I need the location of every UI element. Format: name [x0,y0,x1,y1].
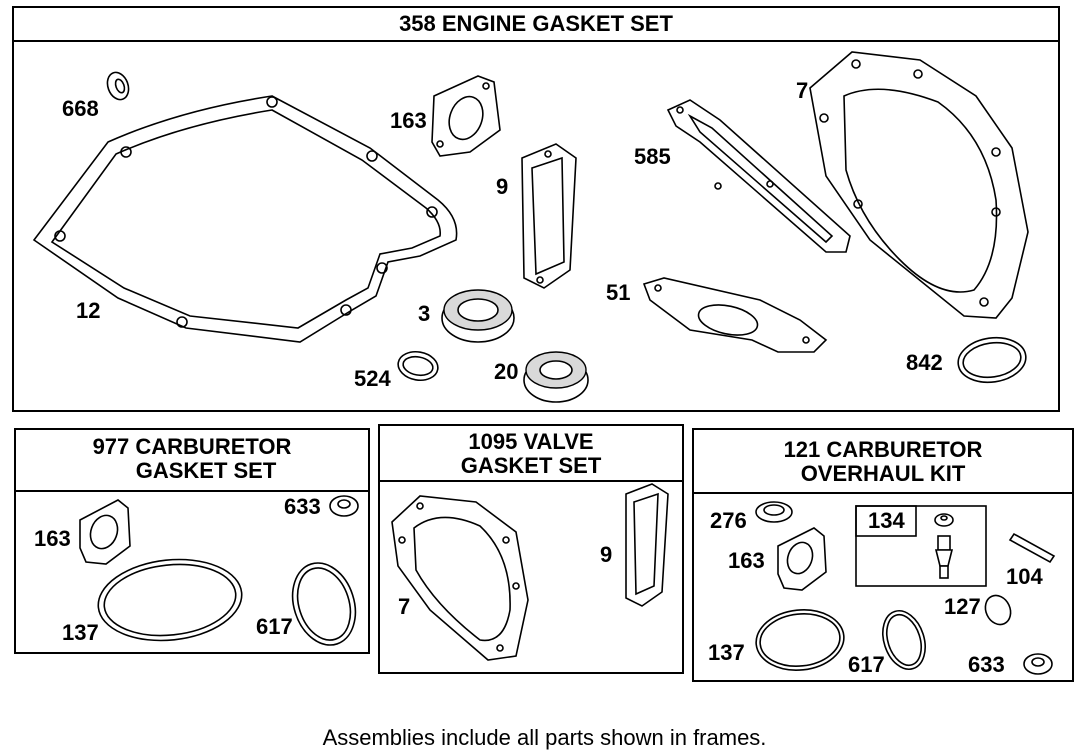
carb-set-part-137 [97,558,243,642]
valve-set-label-7: 7 [398,594,411,619]
valve-set-label-9: 9 [600,542,613,567]
valve-gasket-set-title-line1: 1095 VALVE [468,429,594,454]
label-163: 163 [390,108,427,133]
part-20-oil-seal [523,351,589,403]
carburetor-overhaul-kit-title-line1: 121 CARBURETOR [783,437,983,462]
kit-134-subframe [855,505,987,587]
kit-part-137 [755,609,845,671]
valve-gasket-set-title-line2: GASKET SET [460,453,602,478]
kit-part-104-pin [1008,532,1056,564]
carb-set-label-137: 137 [62,620,99,645]
label-668: 668 [62,96,99,121]
valve-set-part-9 [625,483,669,607]
label-12: 12 [76,298,101,323]
kit-part-127 [984,594,1012,626]
kit-part-163 [777,527,827,591]
kit-label-276: 276 [710,508,747,533]
carburetor-gasket-set-title: 977 CARBURETOR GASKET SET [16,430,368,492]
footer-note: Assemblies include all parts shown in fr… [322,725,767,750]
kit-part-633 [1023,653,1053,675]
carburetor-gasket-set-frame: 977 CARBURETOR GASKET SET [14,428,370,654]
kit-label-134: 134 [868,508,905,533]
kit-part-617 [882,610,926,670]
valve-gasket-set-title: 1095 VALVE GASKET SET [380,426,682,482]
kit-label-127: 127 [944,594,981,619]
valve-set-part-7 [391,495,529,661]
kit-label-104: 104 [1006,564,1043,589]
kit-label-137: 137 [708,640,745,665]
label-524: 524 [354,366,391,391]
part-163-carb-gasket [431,75,501,157]
carb-set-part-617 [291,562,357,646]
label-7: 7 [796,78,809,103]
part-9-valve-cover-gasket [521,143,577,289]
part-51-exhaust-gasket [642,277,828,353]
kit-part-134-needle-valve [934,513,954,579]
label-842: 842 [906,350,943,375]
part-12-crankcase-gasket [32,95,458,343]
carb-set-part-633 [329,495,359,517]
engine-gasket-set-title: 358 ENGINE GASKET SET [14,8,1058,42]
engine-gasket-set-title-text: 358 ENGINE GASKET SET [399,11,673,36]
label-3: 3 [418,301,431,326]
part-524-o-ring [397,350,439,382]
label-9: 9 [496,174,509,199]
carburetor-gasket-set-title-line2: GASKET SET [135,458,277,483]
part-3-oil-seal [441,289,515,343]
label-20: 20 [494,359,519,384]
label-51: 51 [606,280,631,305]
kit-label-633: 633 [968,652,1005,677]
carburetor-gasket-set-title-line1: 977 CARBURETOR [92,434,292,459]
carb-set-label-163: 163 [34,526,71,551]
part-7-head-gasket [809,51,1029,319]
kit-part-276 [755,501,793,523]
part-842-o-ring [957,336,1027,384]
label-585: 585 [634,144,671,169]
kit-label-163: 163 [728,548,765,573]
carb-set-label-617: 617 [256,614,293,639]
carb-set-part-163 [79,499,131,565]
carburetor-overhaul-kit-title-line2: OVERHAUL KIT [800,461,966,486]
kit-label-617: 617 [848,652,885,677]
carb-set-label-633: 633 [284,494,321,519]
carburetor-overhaul-kit-title: 121 CARBURETOR OVERHAUL KIT [694,430,1072,494]
part-585-gasket [666,99,851,253]
part-668-seal [106,71,130,101]
kit-134-label-box [855,505,917,537]
